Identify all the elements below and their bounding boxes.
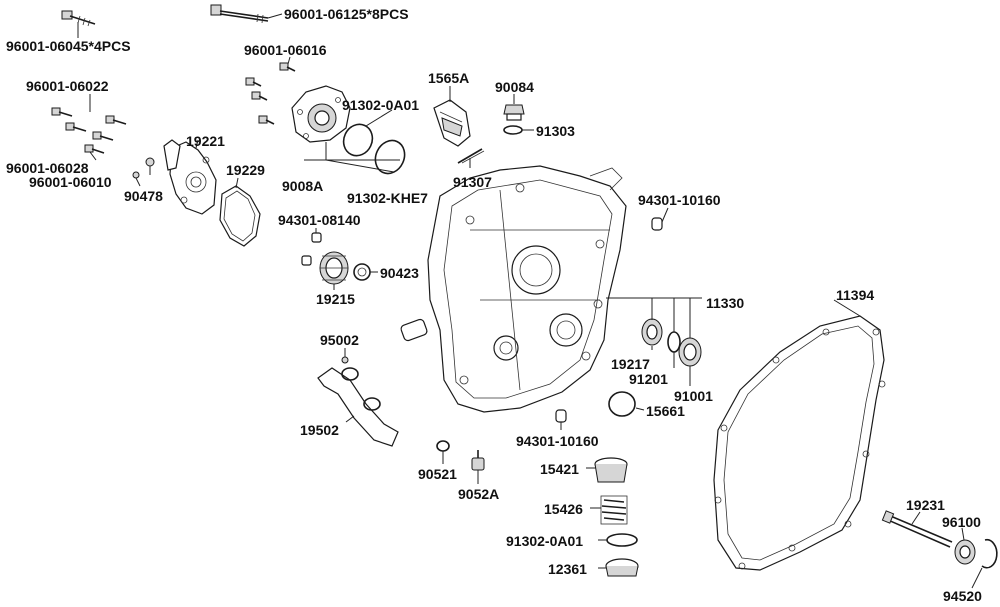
label-15661: 15661 bbox=[646, 403, 685, 419]
label-1565A: 1565A bbox=[428, 70, 470, 86]
bearing-96100 bbox=[954, 539, 976, 565]
label-90478: 90478 bbox=[124, 188, 163, 204]
label-96001-06016: 96001-06016 bbox=[244, 42, 327, 58]
label-96001-06028: 96001-06028 bbox=[6, 160, 89, 176]
label-96100: 96100 bbox=[942, 514, 981, 530]
bearing-91001 bbox=[678, 337, 702, 367]
label-12361: 12361 bbox=[548, 561, 587, 577]
label-11330: 11330 bbox=[706, 295, 745, 311]
bolts-96001-06022 bbox=[51, 107, 127, 154]
label-19217: 19217 bbox=[611, 356, 650, 372]
washer-91303 bbox=[503, 125, 523, 135]
spring-15426 bbox=[600, 495, 628, 525]
label-94301-08140: 94301-08140 bbox=[278, 212, 361, 228]
label-19221: 19221 bbox=[186, 133, 225, 149]
plug-90084 bbox=[503, 104, 525, 121]
label-90521: 90521 bbox=[418, 466, 457, 482]
hose-19502 bbox=[317, 367, 399, 447]
label-96001-06045: 96001-06045*4PCS bbox=[6, 38, 131, 54]
o-ring-15661 bbox=[608, 391, 636, 417]
cap-12361 bbox=[605, 558, 639, 577]
label-91001: 91001 bbox=[674, 388, 713, 404]
label-90084: 90084 bbox=[495, 79, 534, 95]
label-15421: 15421 bbox=[540, 461, 579, 477]
o-ring-91302-0A01-bottom bbox=[606, 533, 638, 547]
bolts-96001-06016 bbox=[245, 62, 296, 125]
label-91302-0A01-top: 91302-0A01 bbox=[342, 97, 420, 113]
label-90423: 90423 bbox=[380, 265, 419, 281]
bolt-96001-06045 bbox=[61, 10, 96, 27]
pins-94301-08140 bbox=[301, 232, 322, 266]
o-ring-91302-0A01-top bbox=[342, 123, 374, 157]
label-91201: 91201 bbox=[629, 371, 668, 387]
drain-bolt-9052A bbox=[471, 450, 485, 471]
label-19502: 19502 bbox=[300, 422, 339, 438]
water-pump-cover-19221 bbox=[163, 139, 217, 215]
dowel-pin-large bbox=[400, 318, 428, 342]
shaft-19231 bbox=[881, 510, 953, 548]
label-19231: 19231 bbox=[906, 497, 945, 513]
label-9008A: 9008A bbox=[282, 178, 324, 194]
label-9052A: 9052A bbox=[458, 486, 500, 502]
gasket-11394 bbox=[713, 315, 886, 571]
label-94301-10160-top: 94301-10160 bbox=[638, 192, 721, 208]
seal-90423 bbox=[353, 263, 371, 281]
label-96001-06125: 96001-06125*8PCS bbox=[284, 6, 409, 22]
label-95002: 95002 bbox=[320, 332, 359, 348]
gasket-19229 bbox=[219, 185, 261, 247]
circlip-94520 bbox=[981, 538, 998, 569]
label-19215: 19215 bbox=[316, 291, 355, 307]
label-91307: 91307 bbox=[453, 174, 492, 190]
o-ring-91302-KHE7 bbox=[374, 139, 406, 175]
label-94301-10160-bottom: 94301-10160 bbox=[516, 433, 599, 449]
clamps-95002 bbox=[341, 356, 381, 411]
gear-19215 bbox=[319, 251, 349, 285]
crankcase-cover-11330 bbox=[427, 165, 627, 413]
label-94520: 94520 bbox=[943, 588, 982, 604]
label-91302-KHE7: 91302-KHE7 bbox=[347, 190, 428, 206]
label-19229: 19229 bbox=[226, 162, 265, 178]
strainer-15421 bbox=[594, 457, 628, 483]
bolt-96001-06125 bbox=[210, 4, 269, 24]
seal-19217 bbox=[641, 318, 663, 346]
washer-90521 bbox=[436, 440, 450, 452]
small-bolts-96001-06010 bbox=[132, 157, 155, 179]
seal-91201 bbox=[667, 331, 681, 353]
label-96001-06022: 96001-06022 bbox=[26, 78, 109, 94]
label-91303: 91303 bbox=[536, 123, 575, 139]
pin-91307 bbox=[457, 148, 485, 164]
impeller-9008A bbox=[291, 85, 351, 143]
label-91302-0A01-bottom: 91302-0A01 bbox=[506, 533, 584, 549]
sensor-1565A bbox=[433, 99, 471, 147]
label-11394: 11394 bbox=[836, 287, 875, 303]
dowel-pin-94301-10160-bottom bbox=[555, 409, 567, 423]
label-15426: 15426 bbox=[544, 501, 583, 517]
leader-lines bbox=[77, 13, 983, 589]
label-96001-06010: 96001-06010 bbox=[29, 174, 112, 190]
dowel-pin-94301-10160-top bbox=[651, 217, 663, 231]
